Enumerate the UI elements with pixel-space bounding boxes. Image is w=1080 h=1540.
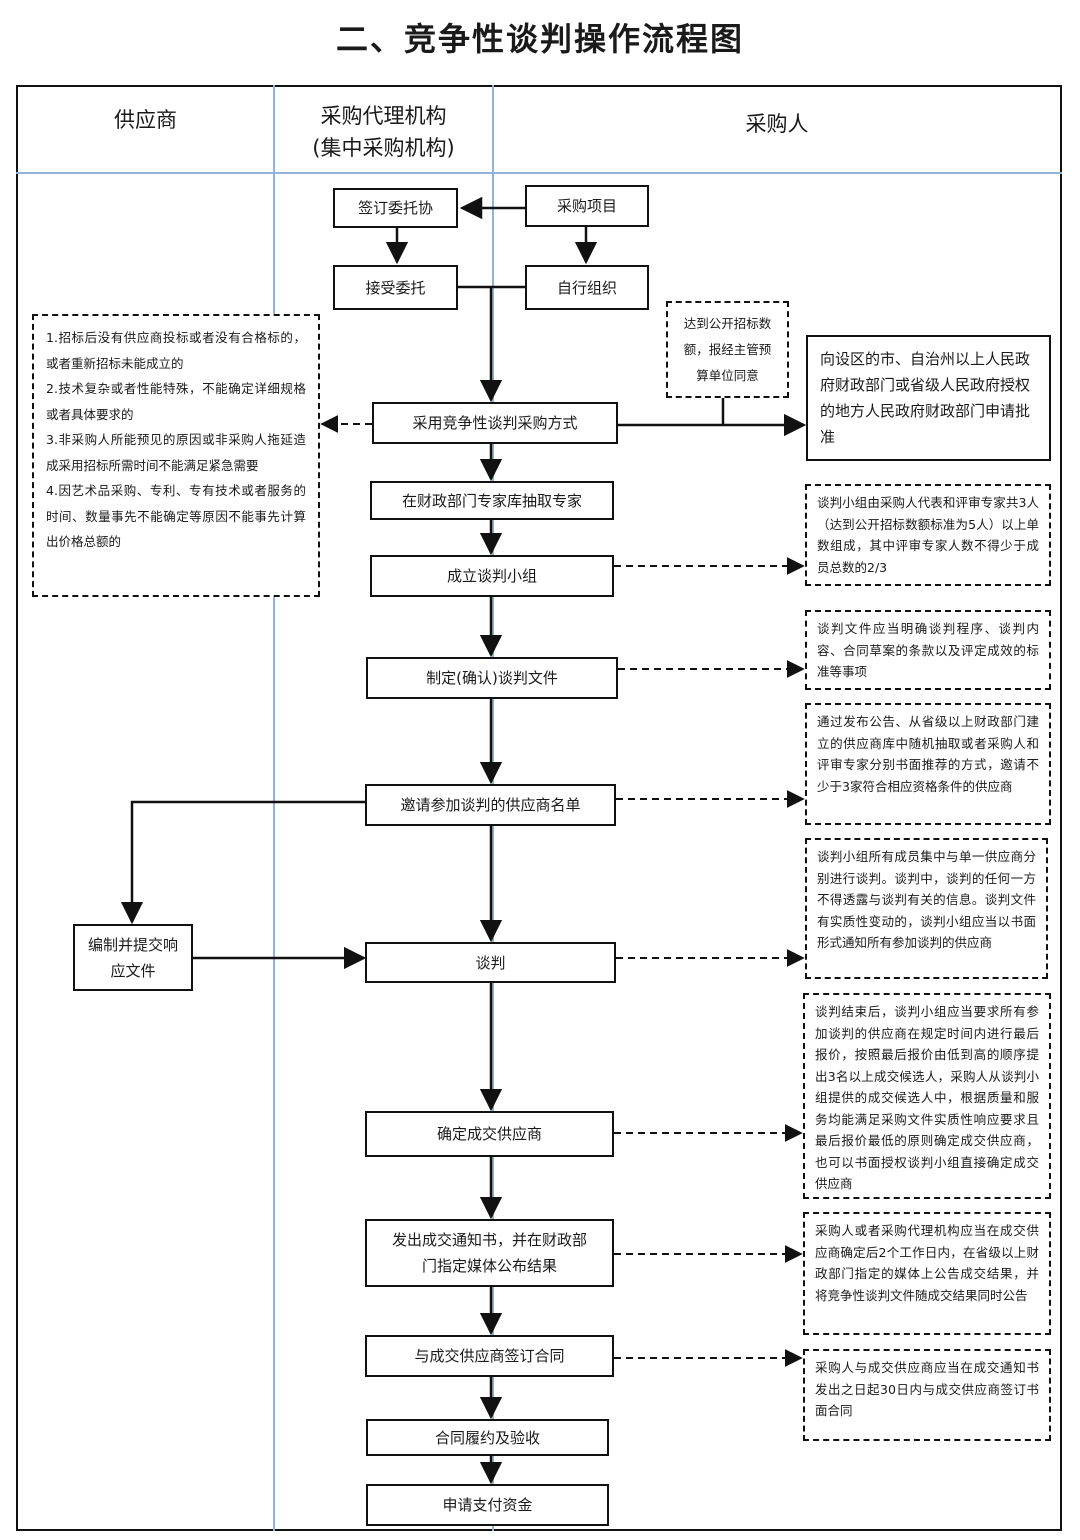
lane-divider-1 bbox=[273, 85, 275, 1531]
lane-header-supplier: 供应商 bbox=[114, 108, 177, 132]
node-apply-payment: 申请支付资金 bbox=[366, 1484, 609, 1526]
arrow-invite-to-compile bbox=[120, 800, 365, 925]
node-approval: 向设区的市、自治州以上人民政府财政部门或省级人民政府授权的地方人民政府财政部门申… bbox=[806, 335, 1051, 461]
note-threshold: 达到公开招标数额，报经主管预算单位同意 bbox=[666, 301, 789, 398]
node-prepare-docs: 制定(确认)谈判文件 bbox=[366, 657, 618, 699]
node-accept-entrust: 接受委托 bbox=[333, 265, 458, 310]
node-form-team: 成立谈判小组 bbox=[370, 555, 614, 597]
lane-header-agency-line1: 采购代理机构 bbox=[320, 104, 447, 128]
lane-header-divider bbox=[16, 172, 1062, 174]
node-sign-contract: 与成交供应商签订合同 bbox=[365, 1335, 614, 1377]
note-docs: 谈判文件应当明确谈判程序、谈判内容、合同草案的条款以及评定成效的标准等事项 bbox=[805, 610, 1051, 690]
page-title: 二、竞争性谈判操作流程图 bbox=[335, 20, 744, 58]
lane-header-purchaser: 采购人 bbox=[745, 112, 809, 136]
flowchart-frame bbox=[16, 85, 1062, 1531]
condition-item-3: 3.非采购人所能预见的原因或非采购人拖延造成采用招标所需时间不能满足紧急需要 bbox=[46, 432, 306, 473]
note-contract: 采购人与成交供应商应当在成交通知书发出之日起30日内与成交供应商签订书面合同 bbox=[803, 1349, 1051, 1441]
node-confirm-supplier: 确定成交供应商 bbox=[365, 1111, 614, 1157]
lane-header-agency: 采购代理机构 (集中采购机构) bbox=[275, 100, 492, 164]
condition-item-4: 4.因艺术品采购、专利、专有技术或者服务的时间、数量事先不能确定等原因不能事先计… bbox=[46, 483, 306, 549]
note-notice: 采购人或者采购代理机构应当在成交供应商确定后2个工作日内，在省级以上财政部门指定… bbox=[803, 1212, 1051, 1335]
note-negotiate: 谈判小组所有成员集中与单一供应商分别进行谈判。谈判中，谈判的任何一方不得透露与谈… bbox=[805, 838, 1048, 979]
node-purchase-project: 采购项目 bbox=[525, 185, 649, 227]
node-perform-accept: 合同履约及验收 bbox=[366, 1419, 609, 1456]
condition-item-1: 1.招标后没有供应商投标或者没有合格标的，或者重新招标未能成立的 bbox=[46, 330, 306, 371]
note-team: 谈判小组由采购人代表和评审专家共3人（达到公开招标数额标准为5人）以上单数组成，… bbox=[805, 484, 1051, 586]
lane-header-agency-line2: (集中采购机构) bbox=[312, 136, 455, 160]
node-negotiate: 谈判 bbox=[365, 942, 616, 983]
node-draw-experts: 在财政部门专家库抽取专家 bbox=[370, 481, 614, 520]
node-invite-suppliers: 邀请参加谈判的供应商名单 bbox=[365, 784, 616, 826]
node-self-organize: 自行组织 bbox=[525, 265, 649, 310]
condition-item-2: 2.技术复杂或者性能特殊，不能确定详细规格或者具体要求的 bbox=[46, 381, 306, 422]
node-sign-entrust: 签订委托协 bbox=[333, 188, 458, 228]
node-adopt-method: 采用竞争性谈判采购方式 bbox=[372, 402, 618, 444]
note-confirm: 谈判结束后，谈判小组应当要求所有参加谈判的供应商在规定时间内进行最后报价，按照最… bbox=[803, 993, 1051, 1199]
note-invite: 通过发布公告、从省级以上财政部门建立的供应商库中随机抽取或者采购人和评审专家分别… bbox=[805, 703, 1051, 825]
node-compile-submit: 编制并提交响应文件 bbox=[73, 924, 193, 991]
note-conditions: 1.招标后没有供应商投标或者没有合格标的，或者重新招标未能成立的 2.技术复杂或… bbox=[32, 314, 320, 597]
node-issue-notice: 发出成交通知书，并在财政部门指定媒体公布结果 bbox=[365, 1219, 614, 1287]
